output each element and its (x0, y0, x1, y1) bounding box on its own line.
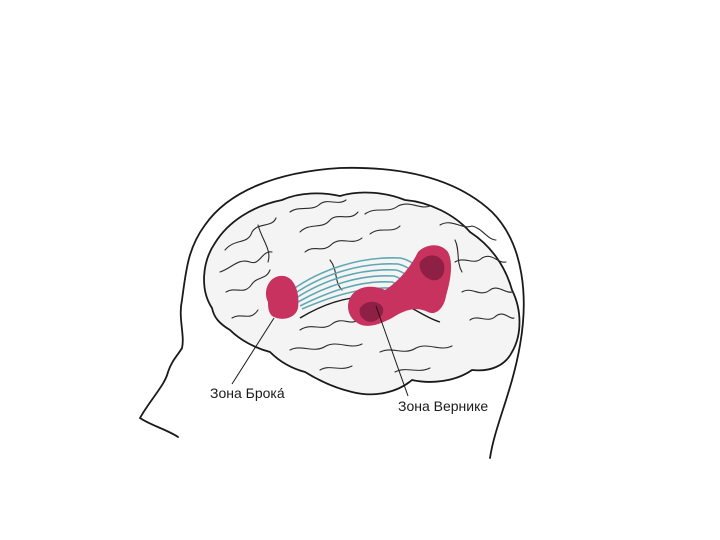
wernicke-area-label: Зона Вернике (398, 399, 488, 413)
broca-area-label: Зона Брока́ (210, 386, 285, 400)
